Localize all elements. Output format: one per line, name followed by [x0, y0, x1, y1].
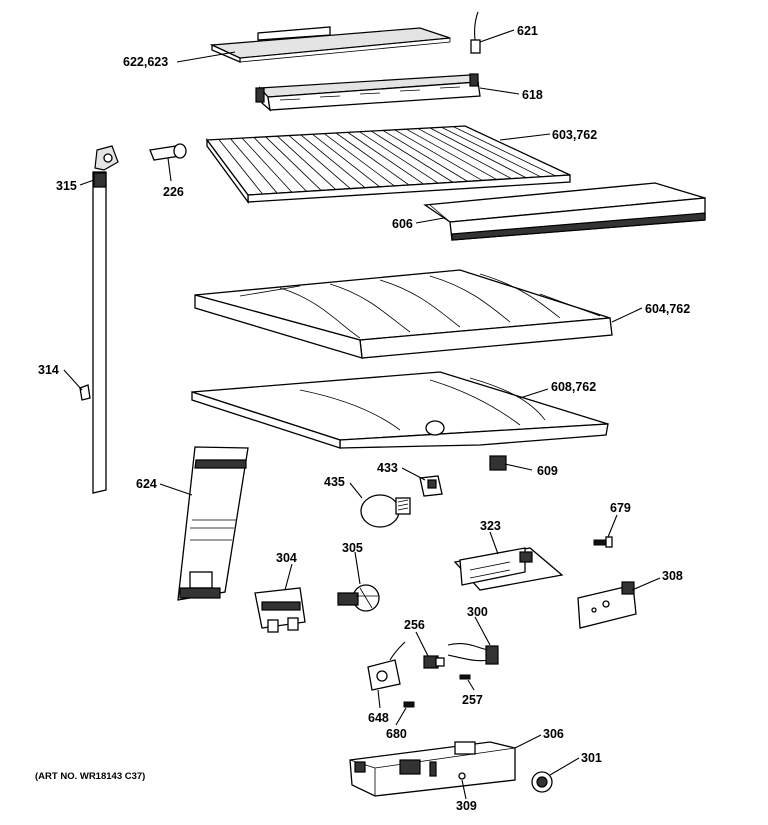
- label-648: 648: [368, 711, 389, 725]
- label-621: 621: [517, 24, 538, 38]
- label-603-762: 603,762: [552, 128, 597, 142]
- part-435: [360, 494, 411, 528]
- label-433: 433: [377, 461, 398, 475]
- part-618: [255, 73, 481, 112]
- label-305: 305: [342, 541, 363, 555]
- part-604-762: [194, 269, 613, 359]
- label-306: 306: [543, 727, 564, 741]
- part-433: [419, 475, 443, 497]
- label-679: 679: [610, 501, 631, 515]
- label-680: 680: [386, 727, 407, 741]
- part-315: [92, 145, 119, 494]
- label-323: 323: [480, 519, 501, 533]
- label-308: 308: [662, 569, 683, 583]
- part-679: [593, 536, 613, 548]
- part-304: [254, 587, 306, 633]
- label-304: 304: [276, 551, 297, 565]
- art-number: (ART NO. WR18143 C37): [35, 771, 145, 782]
- part-256: [423, 655, 445, 669]
- part-648: [367, 641, 406, 691]
- part-305: [337, 584, 380, 612]
- label-226: 226: [163, 185, 184, 199]
- label-257: 257: [462, 693, 483, 707]
- label-604-762: 604,762: [645, 302, 690, 316]
- label-300: 300: [467, 605, 488, 619]
- label-315: 315: [56, 179, 77, 193]
- part-257: [459, 674, 471, 680]
- label-435: 435: [324, 475, 345, 489]
- part-314: [79, 384, 91, 401]
- part-624: [177, 446, 249, 601]
- part-606: [423, 182, 706, 241]
- part-301: [531, 771, 553, 793]
- part-622-623: [209, 26, 451, 63]
- label-608-762: 608,762: [551, 380, 596, 394]
- part-308: [577, 581, 637, 629]
- part-226: [149, 143, 187, 161]
- label-314: 314: [38, 363, 59, 377]
- label-256: 256: [404, 618, 425, 632]
- part-306: [349, 741, 516, 797]
- part-603-762: [205, 125, 571, 204]
- part-323: [453, 547, 564, 591]
- label-606: 606: [392, 217, 413, 231]
- label-609: 609: [537, 464, 558, 478]
- part-680: [403, 701, 415, 708]
- label-622-623: 622,623: [123, 55, 168, 69]
- label-301: 301: [581, 751, 602, 765]
- part-608-762: [191, 371, 609, 449]
- label-618: 618: [522, 88, 543, 102]
- part-609: [489, 455, 507, 471]
- part-300: [447, 643, 499, 665]
- leader-lines: [63, 29, 661, 800]
- part-621: [470, 11, 481, 54]
- label-624: 624: [136, 477, 157, 491]
- label-309: 309: [456, 799, 477, 813]
